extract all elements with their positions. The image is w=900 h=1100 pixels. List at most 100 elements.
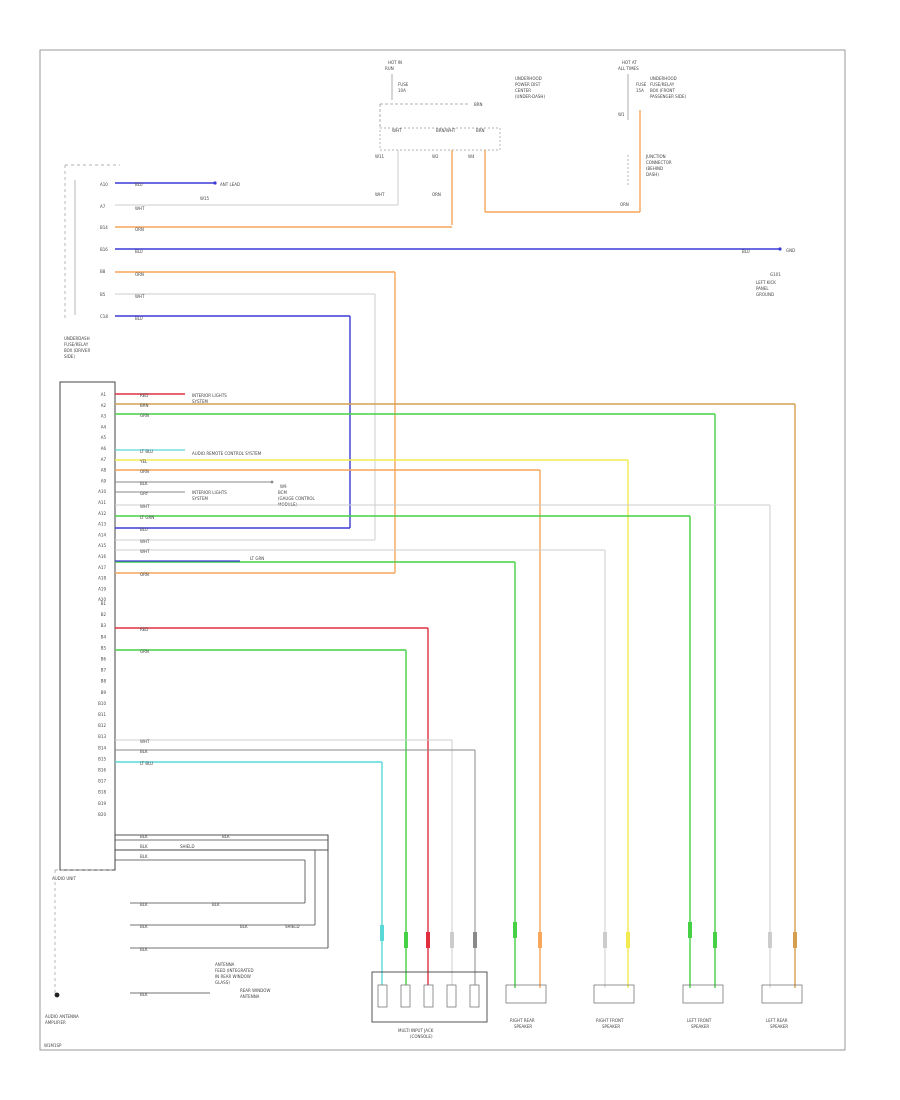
interior-lights-label-2: SYSTEM xyxy=(192,399,208,404)
speaker-rr-label-2: SPEAKER xyxy=(514,1024,532,1029)
svg-text:LT BLU: LT BLU xyxy=(140,449,153,454)
svg-text:WHT: WHT xyxy=(135,294,145,299)
antenna-feed-label-6: ANTENNA xyxy=(240,994,260,999)
under-dash-fuse-box: A10 A7 B14 B16 B8 B5 C18 UNDERDASH FUSE/… xyxy=(64,164,120,359)
svg-text:LT BLU: LT BLU xyxy=(140,761,153,766)
svg-text:BLK: BLK xyxy=(140,902,148,907)
speaker-left-rear: LEFT REAR SPEAKER xyxy=(761,984,803,1029)
svg-text:W4: W4 xyxy=(468,154,475,159)
antenna-feed-label-5: REAR WINDOW xyxy=(240,988,270,993)
svg-text:RED: RED xyxy=(140,393,148,398)
fuse-a-label-1: FUSE xyxy=(398,82,409,87)
audio-unit-body xyxy=(59,381,116,871)
junction-label-4: (UNDER-DASH) xyxy=(515,94,545,99)
pin-label: B12 xyxy=(98,723,106,728)
svg-text:RED: RED xyxy=(140,627,148,632)
svg-text:WHT: WHT xyxy=(392,128,402,133)
pin-label: B6 xyxy=(101,657,107,662)
svg-text:W2: W2 xyxy=(432,154,439,159)
under-dash-label-1: UNDERDASH xyxy=(64,336,90,341)
hot-at-all-times-label-2: ALL TIMES xyxy=(618,66,639,71)
speaker-rr-label-1: RIGHT REAR xyxy=(510,1018,535,1023)
svg-text:BRN: BRN xyxy=(474,102,483,107)
gnd-label: GND xyxy=(786,248,795,253)
multi-jack-label-2: (CONSOLE) xyxy=(410,1034,433,1039)
pin-label: A17 xyxy=(98,565,106,570)
pin-label: A3 xyxy=(101,414,107,419)
hot-at-all-times-feed: HOT AT ALL TIMES FUSE 15A UNDERHOOD FUSE… xyxy=(485,60,686,213)
pin-label: A16 xyxy=(98,554,106,559)
svg-text:W15: W15 xyxy=(200,196,210,201)
pin-label: B1 xyxy=(101,601,107,606)
audio-unit-label: AUDIO UNIT xyxy=(52,876,76,881)
left-kick-label-3: GROUND xyxy=(756,292,774,297)
pin-label: B5 xyxy=(101,645,107,650)
svg-text:B5: B5 xyxy=(100,292,106,297)
svg-text:BLK: BLK xyxy=(140,992,148,997)
under-dash-label-4: SIDE) xyxy=(64,354,75,359)
pin-label: B14 xyxy=(98,745,106,750)
junction-connector-label-1: JUNCTION xyxy=(645,154,666,159)
svg-text:WHT: WHT xyxy=(140,504,150,509)
pin-label: A2 xyxy=(101,403,107,408)
svg-text:BLK: BLK xyxy=(212,902,220,907)
audio-antenna-label-1: AUDIO ANTENNA xyxy=(45,1014,79,1019)
fuse-box-label-2: FUSE/RELAY xyxy=(650,82,675,87)
pin-label: B13 xyxy=(98,734,106,739)
fuse-box-label-4: PASSENGER SIDE) xyxy=(650,94,686,99)
pin-label: A10 xyxy=(98,489,106,494)
pin-label: A4 xyxy=(101,424,107,429)
svg-text:B14: B14 xyxy=(100,225,108,230)
junction-connector-label-3: (BEHIND xyxy=(646,166,663,171)
svg-text:ORN: ORN xyxy=(135,272,144,277)
svg-text:ORN: ORN xyxy=(432,192,441,197)
pin-label: B9 xyxy=(101,690,107,695)
under-dash-label-2: FUSE/RELAY xyxy=(64,342,89,347)
svg-text:SHIELD: SHIELD xyxy=(180,844,195,849)
svg-text:ORN: ORN xyxy=(620,202,629,207)
pin-label: A11 xyxy=(98,500,106,505)
svg-text:BRN/WHT: BRN/WHT xyxy=(436,128,456,133)
speaker-wire-stubs xyxy=(380,922,797,948)
pin-label: A6 xyxy=(101,446,107,451)
audio-antenna-label-2: AMPLIFIER xyxy=(45,1020,66,1025)
speaker-lf-label-2: SPEAKER xyxy=(691,1024,709,1029)
audio-unit-wires-lower: RED GRN WHT BLK LT BLU xyxy=(115,627,476,985)
svg-text:YEL: YEL xyxy=(139,459,148,464)
left-kick-label-2: PANEL xyxy=(756,286,769,291)
junction-label-2: POWER DIST xyxy=(515,82,541,87)
pin-label: B4 xyxy=(101,634,107,639)
pin-label: A7 xyxy=(101,457,107,462)
junction-label-3: CENTER xyxy=(515,88,531,93)
svg-text:BLU: BLU xyxy=(135,316,143,321)
svg-text:B16: B16 xyxy=(100,247,108,252)
pin-label: A20 xyxy=(98,597,106,602)
pin-label: A19 xyxy=(98,586,106,591)
diagram-frame xyxy=(39,49,846,1051)
bcm-label-1: BCM xyxy=(278,490,287,495)
speaker-left-front: LEFT FRONT SPEAKER xyxy=(682,984,724,1029)
pin-label: A15 xyxy=(98,543,106,548)
antenna-feed-label-2: FEED (INTEGRATED xyxy=(215,968,254,973)
audio-remote-label: AUDIO REMOTE CONTROL SYSTEM xyxy=(192,451,262,456)
top-left-wires: ANT LEAD W15 BLU WHT ORN BLU BLU GND G10… xyxy=(115,181,795,573)
pin-label: B11 xyxy=(98,712,106,717)
pin-label: B10 xyxy=(98,701,106,706)
antenna-section: BLK BLK BLK BLK SHIELD BLK BLK BLK BLK B… xyxy=(45,834,329,1025)
junction-label-1: UNDERHOOD xyxy=(515,76,542,81)
pin-label: B18 xyxy=(98,790,106,795)
svg-text:WHT: WHT xyxy=(140,739,150,744)
interior-lights-label-1: INTERIOR LIGHTS xyxy=(192,393,227,398)
svg-text:BLU: BLU xyxy=(135,249,143,254)
interior-lights-2-label-2: SYSTEM xyxy=(192,496,208,501)
pin-label: A12 xyxy=(98,511,106,516)
pin-label: B3 xyxy=(101,623,107,628)
svg-text:G101: G101 xyxy=(770,272,781,277)
junction-connector-label-2: CONNECTOR xyxy=(646,160,672,165)
fuse-box-label-3: BOX (FRONT xyxy=(650,88,675,93)
fuse-b-label-2: 15A xyxy=(636,88,644,93)
svg-text:BLU: BLU xyxy=(140,527,148,532)
audio-unit-wires-upper: RED INTERIOR LIGHTS SYSTEM BRN GRN LT BL… xyxy=(115,393,796,988)
svg-text:W9: W9 xyxy=(280,484,287,489)
svg-text:BLU: BLU xyxy=(742,249,750,254)
